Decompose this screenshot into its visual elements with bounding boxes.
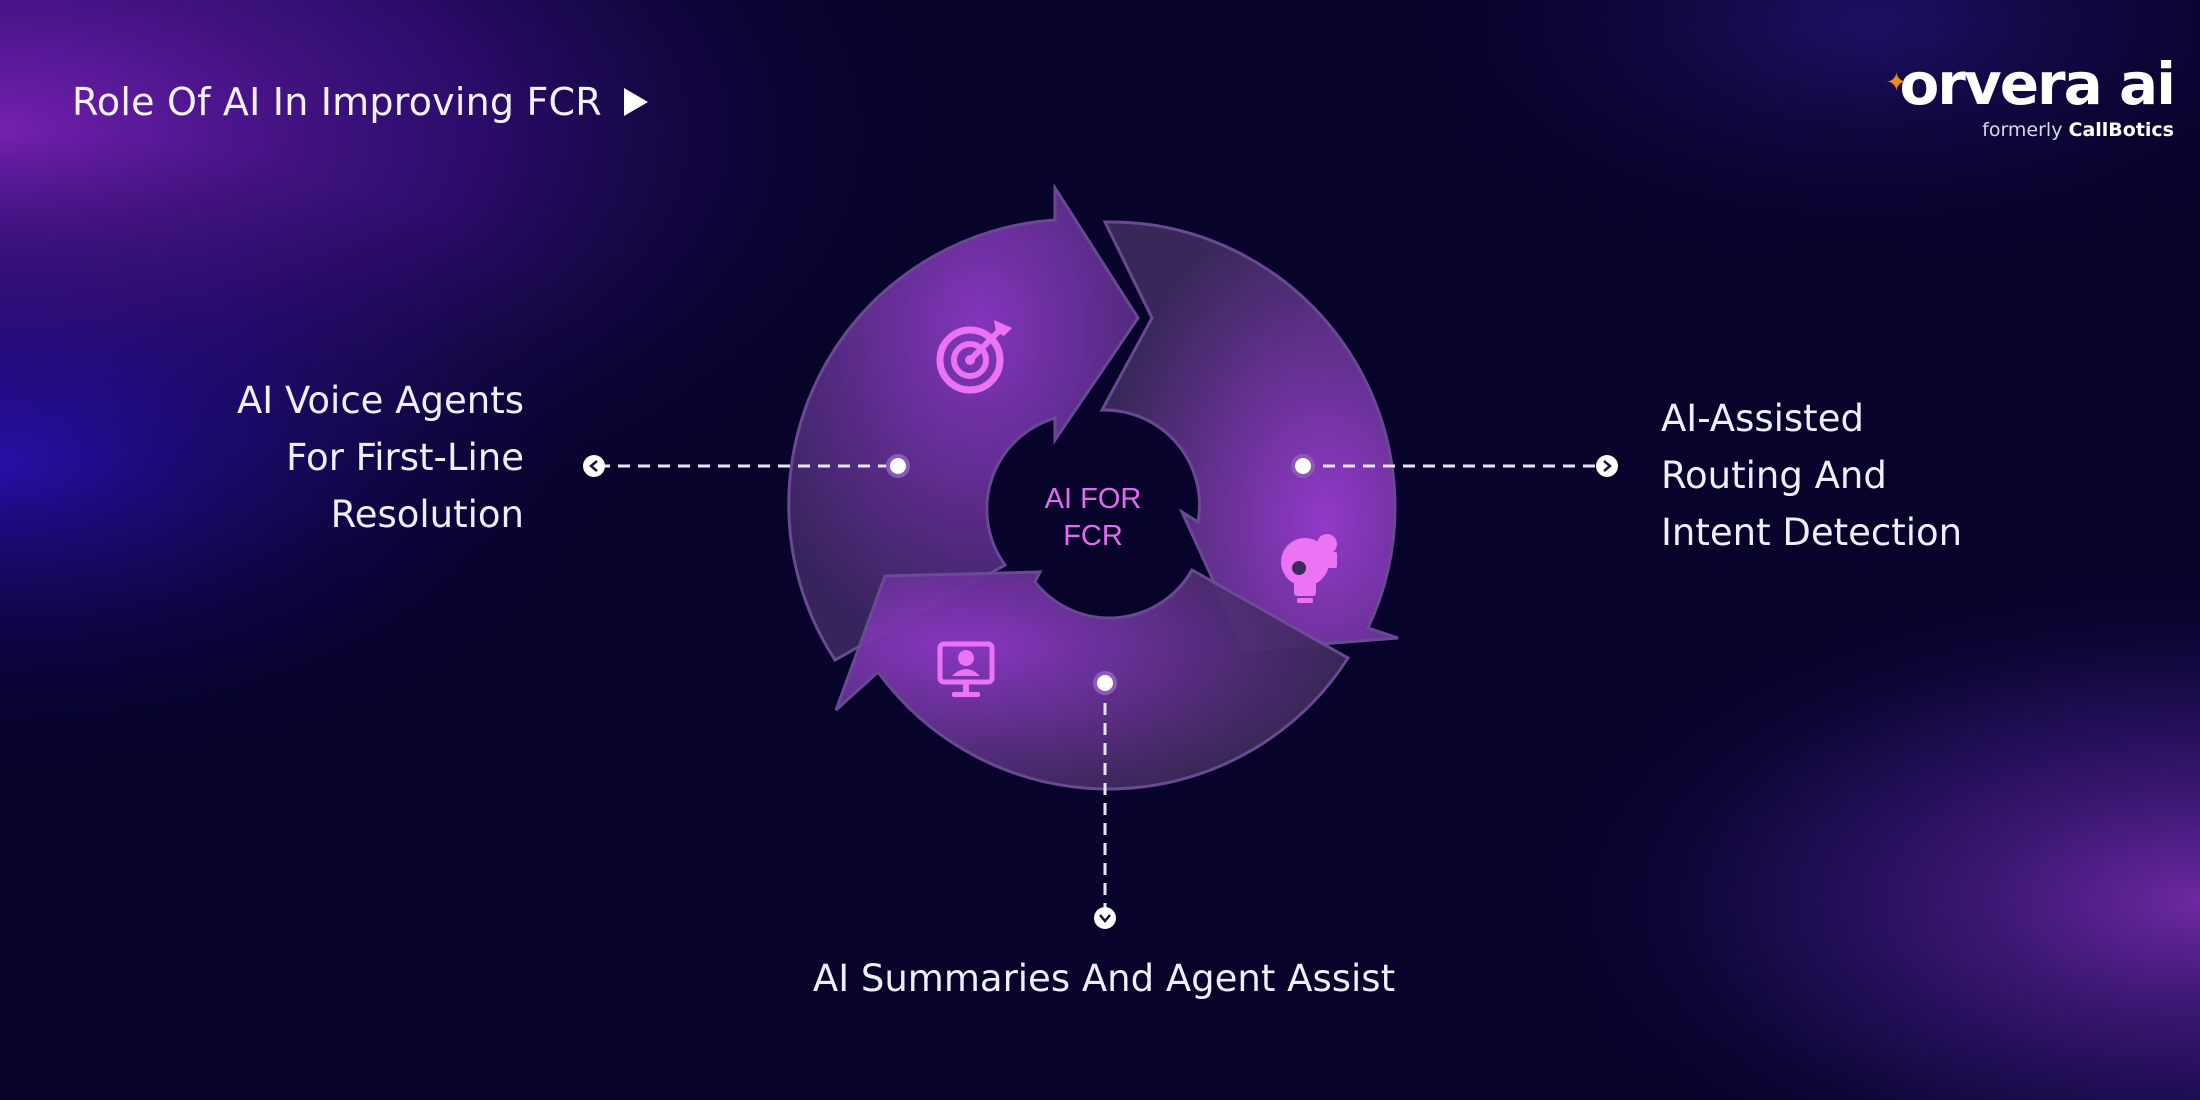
chevron-down-icon xyxy=(1094,907,1116,929)
cycle-segment-summaries xyxy=(834,567,1351,791)
brand-logo: ✦ orvera ai formerly CallBotics xyxy=(1874,50,2176,142)
logo-subtitle: formerly CallBotics xyxy=(1982,119,2174,141)
logo-wordmark: ✦ orvera ai xyxy=(1885,50,2176,118)
anchor-dot-left xyxy=(886,454,910,478)
point-label-routing: AI-Assisted Routing And Intent Detection xyxy=(1661,397,1963,554)
target-icon xyxy=(936,320,1012,394)
anchor-dot-right xyxy=(1291,454,1315,478)
point-label-summaries: AI Summaries And Agent Assist xyxy=(812,957,1396,1000)
play-triangle-icon[interactable] xyxy=(623,88,648,116)
logo-spark-icon: ✦ xyxy=(1885,68,1907,98)
lightbulb-puzzle-icon xyxy=(1281,534,1337,603)
center-label-line-2: FCR xyxy=(1063,520,1123,552)
center-label-line-1: AI FOR xyxy=(1045,483,1142,515)
chevron-right-icon xyxy=(1596,455,1618,477)
page-title: Role Of AI In Improving FCR xyxy=(72,80,602,124)
cycle-segment-routing xyxy=(1099,220,1399,652)
ai-monitor-icon xyxy=(937,641,995,697)
chevron-left-icon xyxy=(583,455,605,477)
cycle-segment-voice-agents xyxy=(787,182,1140,662)
point-label-voice-agents: AI Voice Agents For First-Line Resolutio… xyxy=(236,379,524,536)
page-title-row: Role Of AI In Improving FCR xyxy=(72,72,648,132)
anchor-dot-bottom xyxy=(1093,671,1117,695)
